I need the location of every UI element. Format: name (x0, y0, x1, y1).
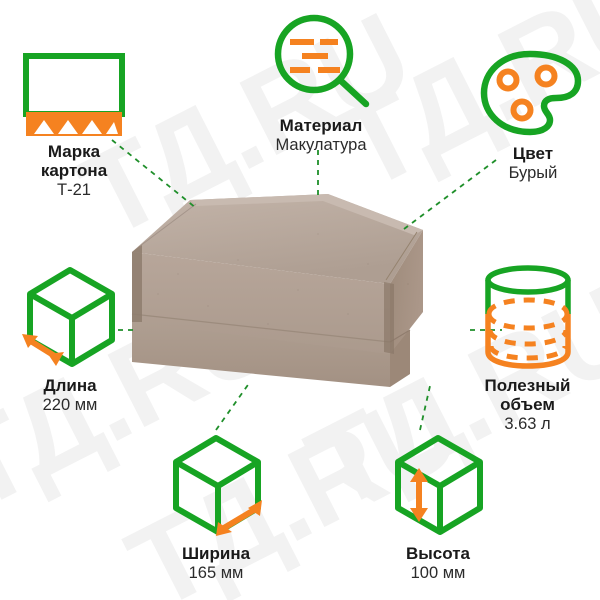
feature-title: Ширина (181, 544, 251, 563)
cylinder-volume-icon (484, 265, 571, 369)
feature-value: 165 мм (188, 564, 244, 582)
feature-title: Длина (43, 376, 97, 395)
palette-icon (480, 50, 582, 136)
feature-material[interactable]: Материал Макулатура (236, 12, 406, 155)
feature-marka-kartona[interactable]: Марка картона Т-21 (0, 52, 148, 200)
feature-vysota[interactable]: Высота 100 мм (362, 430, 514, 583)
feature-value: 220 мм (42, 396, 98, 414)
feature-value: Т-21 (57, 181, 91, 199)
cube-height-icon (395, 435, 483, 535)
feature-title: Материал (279, 116, 363, 135)
feature-cvet[interactable]: Цвет Бурый (466, 48, 600, 183)
feature-title: Цвет (512, 144, 554, 163)
feature-poleznyy-obem[interactable]: Полезный объем 3.63 л (455, 262, 600, 434)
cube-width-icon (173, 435, 262, 536)
feature-value: Бурый (508, 164, 558, 182)
corrugated-board-icon (23, 53, 125, 136)
cube-length-icon (22, 267, 115, 367)
feature-value: 3.63 л (504, 415, 551, 433)
product-box-image (118, 194, 503, 399)
feature-title: Марка картона (40, 142, 108, 180)
feature-title: Полезный объем (484, 376, 571, 414)
feature-shirina[interactable]: Ширина 165 мм (140, 430, 292, 583)
feature-value: 100 мм (410, 564, 466, 582)
feature-value: Макулатура (275, 136, 367, 154)
magnifier-icon (274, 14, 370, 108)
feature-title: Высота (406, 544, 470, 563)
feature-dlina[interactable]: Длина 220 мм (0, 262, 140, 415)
